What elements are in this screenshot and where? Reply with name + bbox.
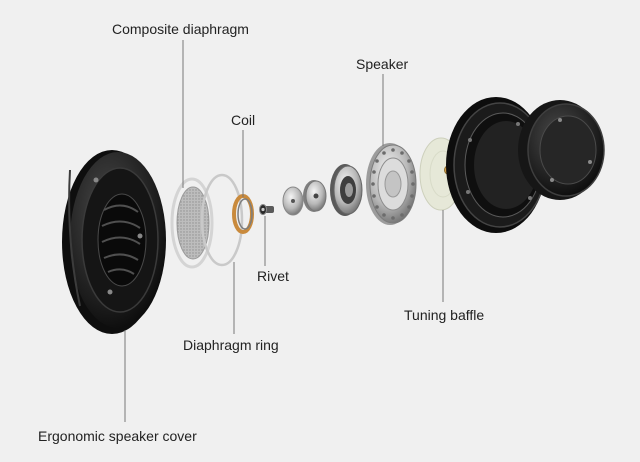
housing-back-part xyxy=(518,100,605,200)
magnet-cup-part xyxy=(330,164,363,216)
speaker-part xyxy=(366,143,417,225)
label-coil: Coil xyxy=(231,112,256,128)
diaphragm-ring-part xyxy=(200,173,244,267)
label-ergonomic-speaker-cover: Ergonomic speaker cover xyxy=(38,428,197,444)
magnet-part xyxy=(303,180,327,212)
ergonomic-speaker-cover-part xyxy=(62,150,166,334)
label-diaphragm-ring: Diaphragm ring xyxy=(183,337,279,353)
composite-diaphragm-part xyxy=(170,177,214,269)
label-speaker: Speaker xyxy=(356,56,409,72)
label-rivet: Rivet xyxy=(257,268,289,284)
label-composite-diaphragm: Composite diaphragm xyxy=(112,21,249,37)
pole-plate-part xyxy=(282,186,304,216)
label-tuning-baffle: Tuning baffle xyxy=(404,307,485,323)
rivet-part xyxy=(259,204,274,215)
